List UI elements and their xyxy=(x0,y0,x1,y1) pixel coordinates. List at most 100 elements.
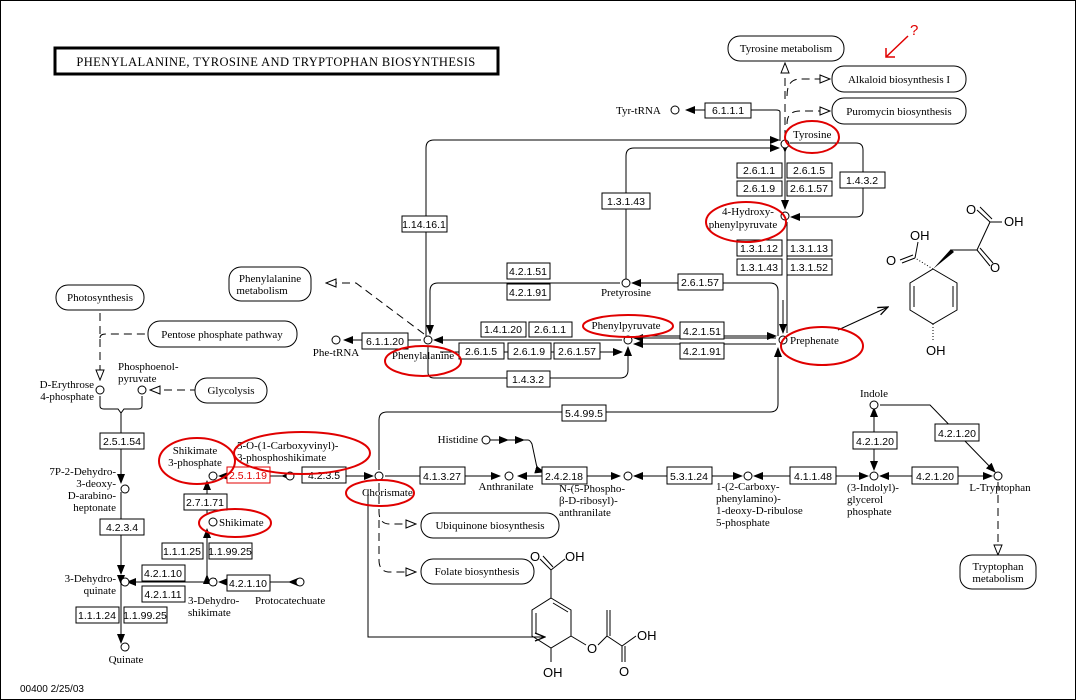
edge-tyr-trna xyxy=(685,106,781,141)
enzyme-1.3.1.13[interactable]: 1.3.1.13 xyxy=(786,239,833,257)
enzyme-1.1.99.25[interactable]: 1.1.99.25 xyxy=(123,606,168,624)
pathway-glycolysis[interactable]: Glycolysis xyxy=(194,377,268,404)
node-igp[interactable] xyxy=(869,471,879,481)
enzyme-6.1.1.1[interactable]: 6.1.1.1 xyxy=(704,102,752,119)
enzyme-1.3.1.43[interactable]: 1.3.1.43 xyxy=(736,258,783,276)
node-histidine[interactable] xyxy=(481,435,491,445)
pathway-folate[interactable]: Folate biosynthesis xyxy=(420,558,535,585)
enzyme-4.2.3.4[interactable]: 4.2.3.4 xyxy=(99,518,145,536)
enzyme-1.14.16.1[interactable]: 1.14.16.1 xyxy=(401,215,448,233)
svg-text:Glycolysis: Glycolysis xyxy=(207,385,254,397)
svg-text:O: O xyxy=(966,202,976,217)
enzyme-2.6.1.5[interactable]: 2.6.1.5 xyxy=(786,162,833,179)
pathway-puromycin-biosynthesis[interactable]: Puromycin biosynthesis xyxy=(831,97,967,125)
edge-indole-trp xyxy=(880,404,996,473)
node-protocatechuate[interactable] xyxy=(295,577,305,587)
node-dhq[interactable] xyxy=(120,577,130,587)
label-dahp-3: D-arabino- xyxy=(68,490,117,502)
node-tryptophan[interactable] xyxy=(993,471,1003,481)
enzyme-4.2.1.10[interactable]: 4.2.1.10 xyxy=(141,564,186,582)
enzyme-1.1.99.25[interactable]: 1.1.99.25 xyxy=(208,542,253,560)
svg-text:6.1.1.1: 6.1.1.1 xyxy=(712,105,744,117)
pathway-phenylalanine-metabolism[interactable]: Phenylalanine metabolism xyxy=(228,266,312,302)
enzyme-1.1.1.24[interactable]: 1.1.1.24 xyxy=(75,606,120,624)
label-phenylpyruvate: Phenylpyruvate xyxy=(591,320,660,332)
enzyme-1.3.1.12[interactable]: 1.3.1.12 xyxy=(736,239,783,257)
enzyme-5.4.99.5[interactable]: 5.4.99.5 xyxy=(561,404,607,422)
enzyme-2.6.1.57[interactable]: 2.6.1.57 xyxy=(677,273,724,291)
label-dhs-1: 3-Dehydro- xyxy=(188,595,240,607)
enzyme-2.6.1.1[interactable]: 2.6.1.1 xyxy=(736,162,783,179)
enzyme-2.6.1.57[interactable]: 2.6.1.57 xyxy=(553,342,601,360)
enzyme-2.6.1.9[interactable]: 2.6.1.9 xyxy=(736,180,783,197)
pathway-ubiquinone[interactable]: Ubiquinone biosynthesis xyxy=(420,512,560,539)
enzyme-4.2.1.51[interactable]: 4.2.1.51 xyxy=(679,321,725,340)
node-s3p[interactable] xyxy=(208,471,218,481)
pathway-alkaloid-biosynthesis[interactable]: Alkaloid biosynthesis I xyxy=(831,65,967,93)
node-phenylalanine[interactable] xyxy=(423,335,433,345)
enzyme-1.4.3.2[interactable]: 1.4.3.2 xyxy=(839,171,886,189)
pathway-tyrosine-metabolism[interactable]: Tyrosine metabolism xyxy=(727,35,845,62)
node-dahp[interactable] xyxy=(120,484,130,494)
enzyme-4.2.1.20[interactable]: 4.2.1.20 xyxy=(934,423,980,442)
pathway-photosynthesis[interactable]: Photosynthesis xyxy=(55,284,145,311)
svg-text:1.3.1.52: 1.3.1.52 xyxy=(790,262,828,274)
label-chorismate: Chorismate xyxy=(362,487,413,499)
enzyme-2.7.1.71[interactable]: 2.7.1.71 xyxy=(183,493,228,511)
enzyme-4.1.3.27[interactable]: 4.1.3.27 xyxy=(419,466,466,485)
svg-text:OH: OH xyxy=(543,665,563,680)
svg-text:OH: OH xyxy=(926,343,946,358)
enzyme-2.6.1.57[interactable]: 2.6.1.57 xyxy=(786,180,833,197)
svg-text:4.2.3.4: 4.2.3.4 xyxy=(106,522,138,534)
pathway-tryptophan-metabolism[interactable]: Tryptophan metabolism xyxy=(959,554,1037,590)
enzyme-2.5.1.54[interactable]: 2.5.1.54 xyxy=(99,432,145,450)
enzyme-5.3.1.24[interactable]: 5.3.1.24 xyxy=(666,466,713,485)
enzyme-4.2.1.10[interactable]: 4.2.1.10 xyxy=(226,574,271,592)
enzyme-1.3.1.52[interactable]: 1.3.1.52 xyxy=(786,258,833,276)
svg-text:O: O xyxy=(530,549,540,564)
node-dhs[interactable] xyxy=(208,577,218,587)
node-pep[interactable] xyxy=(137,385,147,395)
enzyme-1.4.3.2[interactable]: 1.4.3.2 xyxy=(506,370,551,388)
enzyme-4.2.1.11[interactable]: 4.2.1.11 xyxy=(141,585,186,603)
enzyme-4.2.1.91[interactable]: 4.2.1.91 xyxy=(506,283,551,301)
node-tyr-trna[interactable] xyxy=(670,105,680,115)
enzyme-2.4.2.18[interactable]: 2.4.2.18 xyxy=(541,466,588,485)
edge-phe-metab xyxy=(326,283,425,335)
enzyme-2.6.1.5[interactable]: 2.6.1.5 xyxy=(458,342,505,360)
node-indole[interactable] xyxy=(869,400,879,410)
enzyme-6.1.1.20[interactable]: 6.1.1.20 xyxy=(361,332,409,350)
node-pretyrosine[interactable] xyxy=(621,278,631,288)
highlight-prephenate xyxy=(780,326,864,366)
enzyme-4.2.1.20[interactable]: 4.2.1.20 xyxy=(852,431,898,450)
enzyme-2.6.1.1[interactable]: 2.6.1.1 xyxy=(528,321,573,338)
edge-tyr-puromycin xyxy=(786,111,830,125)
enzyme-4.2.3.5[interactable]: 4.2.3.5 xyxy=(301,466,347,484)
pathway-pentose-phosphate[interactable]: Pentose phosphate pathway xyxy=(147,320,298,348)
enzyme-1.1.1.25[interactable]: 1.1.1.25 xyxy=(161,542,204,560)
svg-text:2.6.1.5: 2.6.1.5 xyxy=(793,165,825,177)
enzyme-2.5.1.19[interactable]: 2.5.1.19 xyxy=(226,466,271,484)
enzyme-4.2.1.20[interactable]: 4.2.1.20 xyxy=(911,466,959,485)
label-igp-1: (3-Indolyl)- xyxy=(847,482,899,494)
enzyme-4.1.1.48[interactable]: 4.1.1.48 xyxy=(789,466,837,485)
node-phe-trna[interactable] xyxy=(331,335,341,345)
node-cdrp[interactable] xyxy=(743,471,753,481)
enzyme-4.2.1.51[interactable]: 4.2.1.51 xyxy=(506,262,551,280)
node-chorismate[interactable] xyxy=(374,471,384,481)
node-shikimate[interactable] xyxy=(208,517,218,527)
svg-text:Tyrosine metabolism: Tyrosine metabolism xyxy=(740,43,833,55)
node-quinate[interactable] xyxy=(120,642,130,652)
node-prpa[interactable] xyxy=(623,471,633,481)
pathway-links: Tyrosine metabolism Alkaloid biosynthesi… xyxy=(55,35,1037,590)
enzyme-2.6.1.9[interactable]: 2.6.1.9 xyxy=(507,342,552,360)
enzyme-4.2.1.91[interactable]: 4.2.1.91 xyxy=(679,342,725,360)
enzyme-1.3.1.43[interactable]: 1.3.1.43 xyxy=(601,192,651,210)
svg-text:Photosynthesis: Photosynthesis xyxy=(67,292,133,304)
node-e4p[interactable] xyxy=(95,385,105,395)
enzyme-1.4.1.20[interactable]: 1.4.1.20 xyxy=(480,321,527,338)
node-anthranilate[interactable] xyxy=(504,471,514,481)
label-dhq-1: 3-Dehydro- xyxy=(65,573,117,585)
highlight-s3p xyxy=(158,437,236,485)
